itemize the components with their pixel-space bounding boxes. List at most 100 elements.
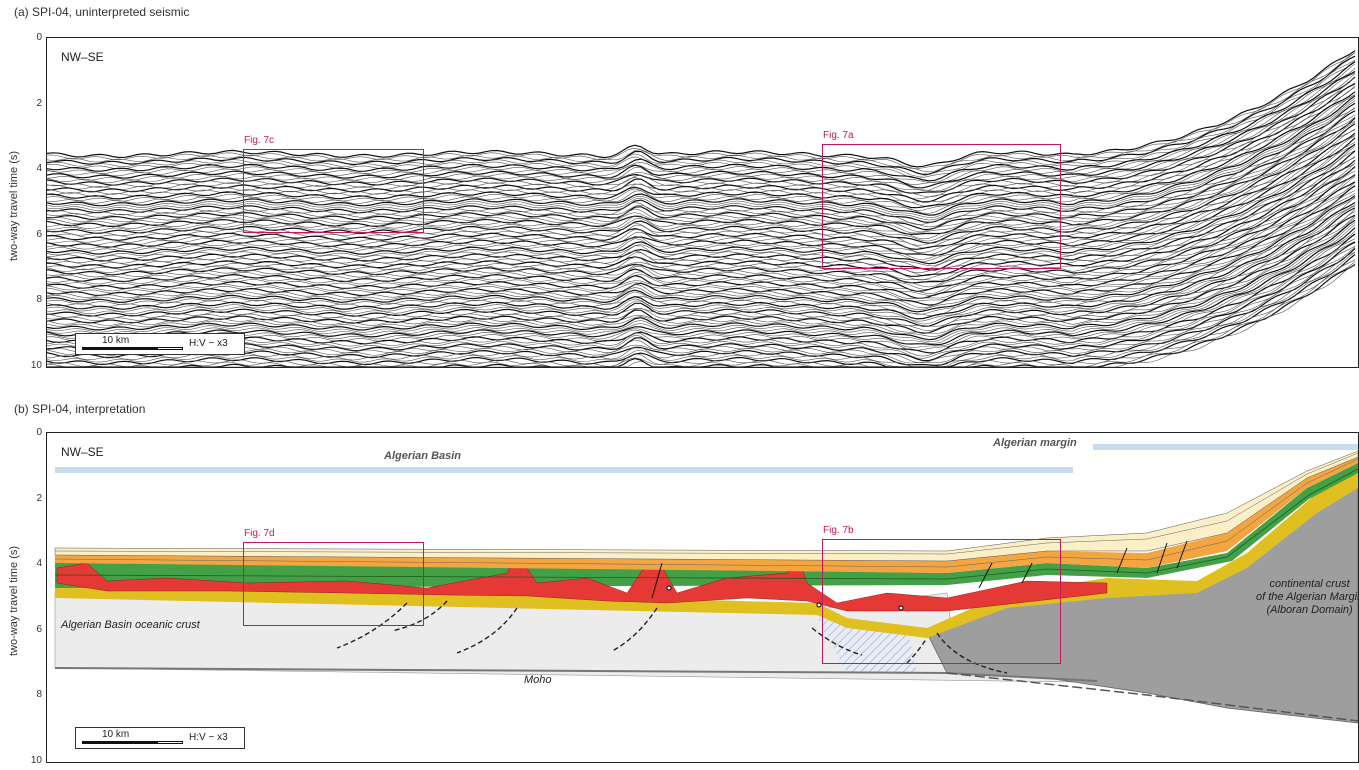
- fault-line: [1156, 542, 1168, 574]
- scale-bar-filled: [82, 741, 157, 744]
- y-tick: 8: [36, 294, 42, 305]
- y-tick: 6: [36, 229, 42, 240]
- reflector: [47, 63, 1356, 183]
- reflector: [47, 190, 1356, 309]
- reflector: [47, 120, 1356, 240]
- fault-line: [811, 627, 863, 656]
- continental-crust-line1: continental crust: [1269, 578, 1350, 590]
- reflector: [47, 142, 1356, 260]
- marker-dot: [898, 605, 904, 611]
- reflector: [47, 143, 1356, 265]
- panel-b-interpretation-section: NW–SE Algerian Basin Algerian margin Alg…: [46, 432, 1359, 763]
- continental-crust-line3: (Alboran Domain): [1266, 604, 1353, 616]
- fault-line: [391, 600, 448, 632]
- reflector: [47, 241, 1356, 359]
- panel-a-direction-label: NW–SE: [61, 50, 104, 64]
- reflector: [47, 150, 1356, 271]
- fig-7b-label: Fig. 7b: [823, 525, 854, 536]
- reflector: [47, 196, 1356, 317]
- reflector: [47, 241, 1356, 362]
- horizon-line: [54, 458, 1358, 568]
- marker-dot: [666, 585, 672, 591]
- reflector: [47, 215, 1356, 334]
- reflector: [47, 91, 1356, 209]
- reflector: [47, 132, 1356, 250]
- sediment-horizons: [54, 452, 1358, 580]
- reflector: [47, 204, 1356, 322]
- reflector: [47, 184, 1356, 302]
- fault-line: [906, 637, 928, 664]
- reflector: [47, 211, 1356, 332]
- fault-line: [1116, 547, 1128, 574]
- reflector: [47, 219, 1356, 341]
- continental-base: [946, 672, 1358, 722]
- fault-line: [978, 562, 993, 589]
- reflector: [47, 159, 1356, 277]
- reflector: [47, 246, 1356, 364]
- reflector: [47, 94, 1356, 211]
- reflector: [47, 252, 1356, 367]
- reflector: [47, 230, 1356, 348]
- fig-7a-label: Fig. 7a: [823, 130, 854, 141]
- panel-b-y-axis-label: two-way travel time (s): [8, 545, 20, 656]
- reflector: [47, 174, 1356, 295]
- reflector: [47, 224, 1356, 344]
- reflector: [47, 61, 1356, 182]
- reflector: [47, 261, 1356, 367]
- panel-a-y-axis-label: two-way travel time (s): [8, 150, 20, 261]
- crustal-faults: [336, 600, 1008, 674]
- algerian-basin-bar: [55, 467, 1073, 473]
- y-tick: 0: [36, 427, 42, 438]
- reflector: [47, 114, 1356, 232]
- continental-crust-label: continental crust of the Algerian Margin…: [1256, 578, 1359, 617]
- reflector: [47, 128, 1356, 246]
- reflector: [47, 68, 1356, 185]
- seismic-reflections: [47, 50, 1356, 367]
- panel-a-seismic-section: NW–SE: [46, 37, 1359, 368]
- reflector: [47, 254, 1356, 367]
- sediment-faults: [651, 540, 1188, 599]
- interpretation-drawing: [54, 444, 1358, 724]
- reflector: [47, 59, 1356, 177]
- scale-bar-empty: [157, 741, 183, 744]
- y-tick: 4: [36, 558, 42, 569]
- fault-line: [936, 632, 1008, 674]
- y-tick: 10: [30, 755, 42, 766]
- algerian-margin-label: Algerian margin: [993, 437, 1077, 449]
- fig-7d-label: Fig. 7d: [244, 528, 275, 539]
- y-tick: 8: [36, 689, 42, 700]
- reflector: [47, 195, 1356, 313]
- y-tick: 2: [36, 98, 42, 109]
- reflector: [47, 182, 1356, 300]
- reflector: [47, 52, 1356, 169]
- reflector: [47, 70, 1356, 189]
- reflector: [47, 146, 1356, 267]
- scale-hv-label: H:V ~ x3: [189, 732, 228, 743]
- panel-b-title: (b) SPI-04, interpretation: [14, 402, 146, 416]
- reflector: [47, 170, 1356, 290]
- y-tick: 10: [30, 360, 42, 371]
- scale-bar-empty: [157, 347, 183, 350]
- fault-line: [1176, 540, 1188, 569]
- horizon-line: [54, 468, 1358, 580]
- reflector: [47, 137, 1356, 256]
- reflector: [47, 95, 1356, 216]
- reflector: [47, 52, 1356, 173]
- reflector: [47, 123, 1356, 244]
- panel-a-title: (a) SPI-04, uninterpreted seismic: [14, 5, 190, 19]
- y-tick: 4: [36, 163, 42, 174]
- reflector: [47, 248, 1356, 367]
- fig-7b-box: [822, 539, 1061, 664]
- reflector: [47, 102, 1356, 224]
- fault-line: [336, 602, 408, 649]
- algerian-basin-label: Algerian Basin: [384, 450, 462, 462]
- reflector: [47, 107, 1356, 228]
- reflector: [47, 167, 1356, 288]
- reflector: [47, 77, 1356, 198]
- oceanic-crust-label: Algerian Basin oceanic crust: [61, 619, 200, 631]
- reflector: [47, 94, 1356, 214]
- y-tick: 2: [36, 493, 42, 504]
- continental-crust-line2: of the Algerian Margin: [1256, 591, 1359, 603]
- horizon-line: [54, 452, 1358, 555]
- reflector: [47, 162, 1356, 281]
